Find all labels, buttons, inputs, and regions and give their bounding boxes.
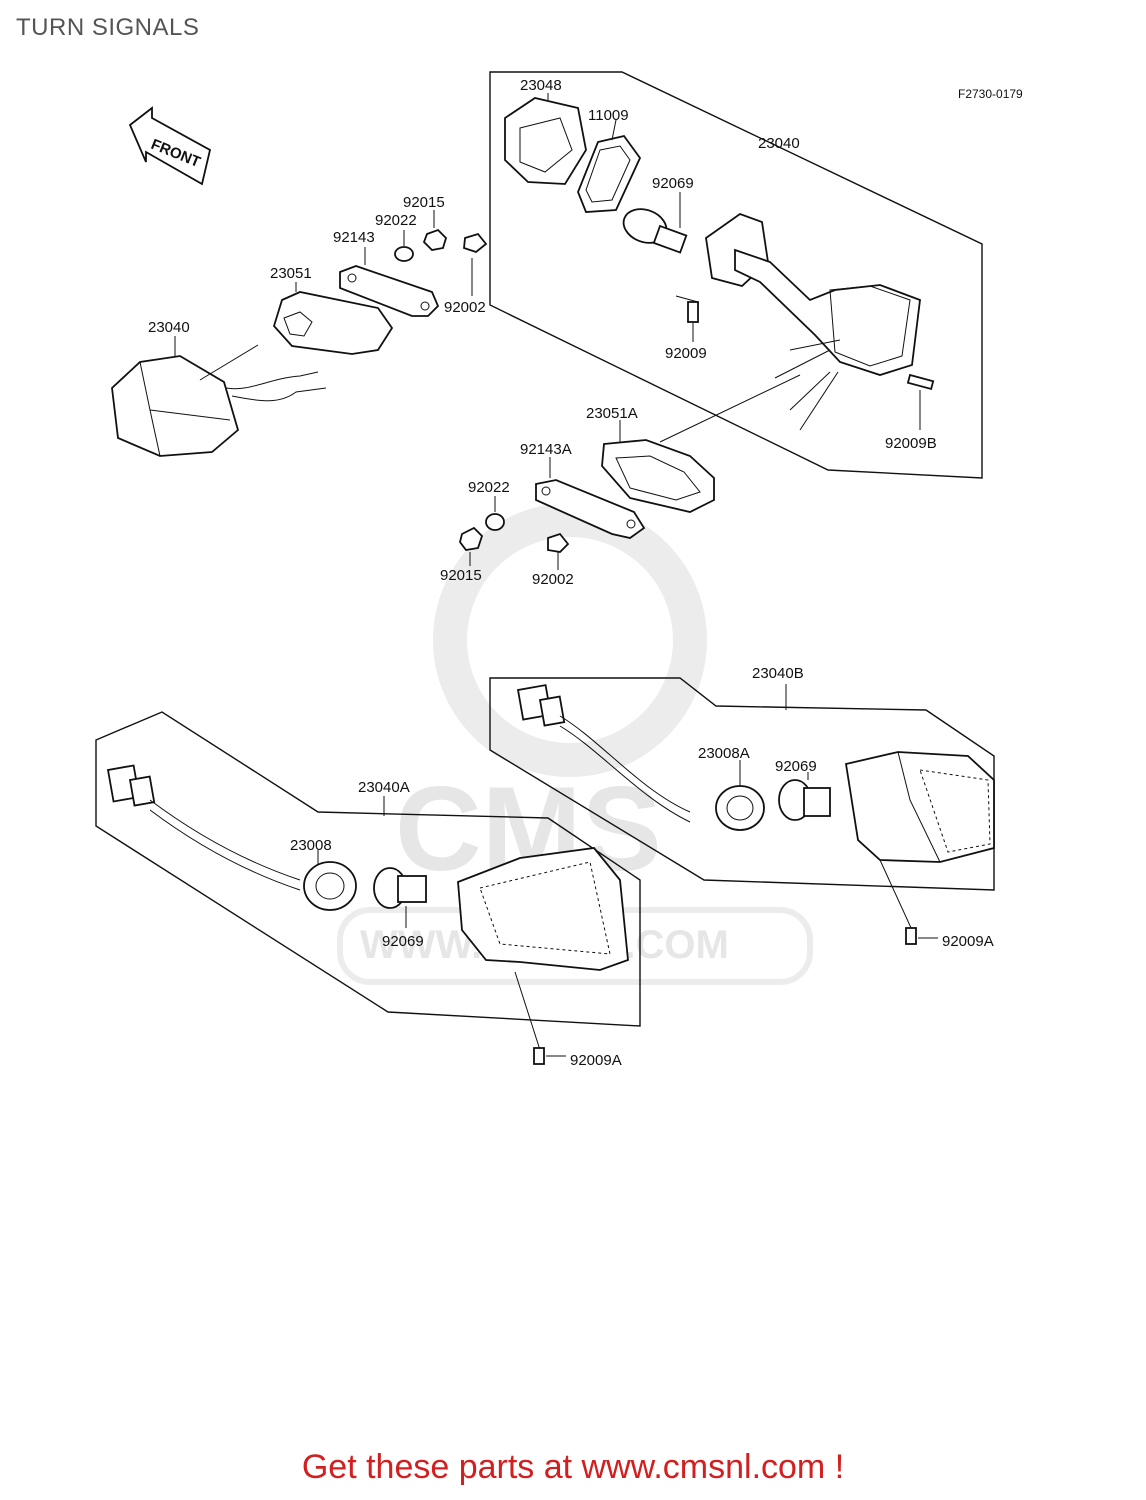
label-23051A: 23051A xyxy=(586,405,638,422)
signal-23040-left xyxy=(111,344,327,457)
screw-92009B xyxy=(906,373,935,391)
washer-92022-top xyxy=(394,246,414,262)
label-92015-bottom: 92015 xyxy=(440,567,482,584)
label-92069-right: 92069 xyxy=(775,758,817,775)
cover-23051 xyxy=(272,291,394,355)
label-92009: 92009 xyxy=(665,345,707,362)
label-23008: 23008 xyxy=(290,837,332,854)
label-92069-left: 92069 xyxy=(382,933,424,950)
label-92002-bottom: 92002 xyxy=(532,571,574,588)
front-arrow-icon: FRONT xyxy=(128,106,212,186)
gasket-11009 xyxy=(577,134,642,213)
label-92069-top: 92069 xyxy=(652,175,694,192)
assembly-box-23040A xyxy=(95,711,641,1027)
lens-23048 xyxy=(504,97,587,185)
label-23048: 23048 xyxy=(520,77,562,94)
socket-23008 xyxy=(106,764,357,911)
bracket-92143 xyxy=(339,265,440,317)
washer-92022-bottom xyxy=(485,513,505,531)
screw-92009A-right xyxy=(905,927,917,945)
screw-92009A-bottom xyxy=(533,1047,545,1065)
bulb-92069-top xyxy=(622,208,688,254)
bracket-92143A xyxy=(535,479,646,539)
label-92143: 92143 xyxy=(333,229,375,246)
label-92022-bottom: 92022 xyxy=(468,479,510,496)
nut-92015-top xyxy=(422,228,448,251)
label-23051: 23051 xyxy=(270,265,312,282)
bolt-92002-top xyxy=(463,232,488,254)
footer-banner-link[interactable]: Get these parts at www.cmsnl.com ! xyxy=(301,1448,845,1486)
part-labels: 23048 11009 23040 92069 92015 92022 9214… xyxy=(148,77,994,1069)
socket-23008A xyxy=(516,684,765,831)
label-92143A: 92143A xyxy=(520,441,572,458)
housing-23040-right xyxy=(705,212,921,431)
lens-23040A xyxy=(457,847,629,971)
label-11009: 11009 xyxy=(588,107,629,124)
bolt-92002-bottom xyxy=(547,532,570,553)
label-92009A-bottom: 92009A xyxy=(570,1052,622,1069)
label-92022-top: 92022 xyxy=(375,212,417,229)
label-92002-top: 92002 xyxy=(444,299,486,316)
label-23040-top: 23040 xyxy=(758,135,800,152)
label-92009B: 92009B xyxy=(885,435,937,452)
label-23040-left: 23040 xyxy=(148,319,190,336)
screw-92009 xyxy=(675,295,699,323)
label-23008A: 23008A xyxy=(698,745,750,762)
label-92015-top: 92015 xyxy=(403,194,445,211)
assembly-box-23040 xyxy=(489,71,983,479)
nut-92015-bottom xyxy=(459,526,484,551)
assembly-box-23040B xyxy=(489,677,995,891)
label-23040B: 23040B xyxy=(752,665,804,682)
ref-code: F2730-0179 xyxy=(958,87,1023,101)
label-23040A: 23040A xyxy=(358,779,410,796)
label-92009A-right: 92009A xyxy=(942,933,994,950)
lens-23040B xyxy=(844,751,995,863)
cover-23051A xyxy=(601,374,801,513)
page-title: TURN SIGNALS xyxy=(16,14,200,41)
bulb-92069-right xyxy=(778,779,831,821)
bulb-92069-left xyxy=(373,867,427,909)
